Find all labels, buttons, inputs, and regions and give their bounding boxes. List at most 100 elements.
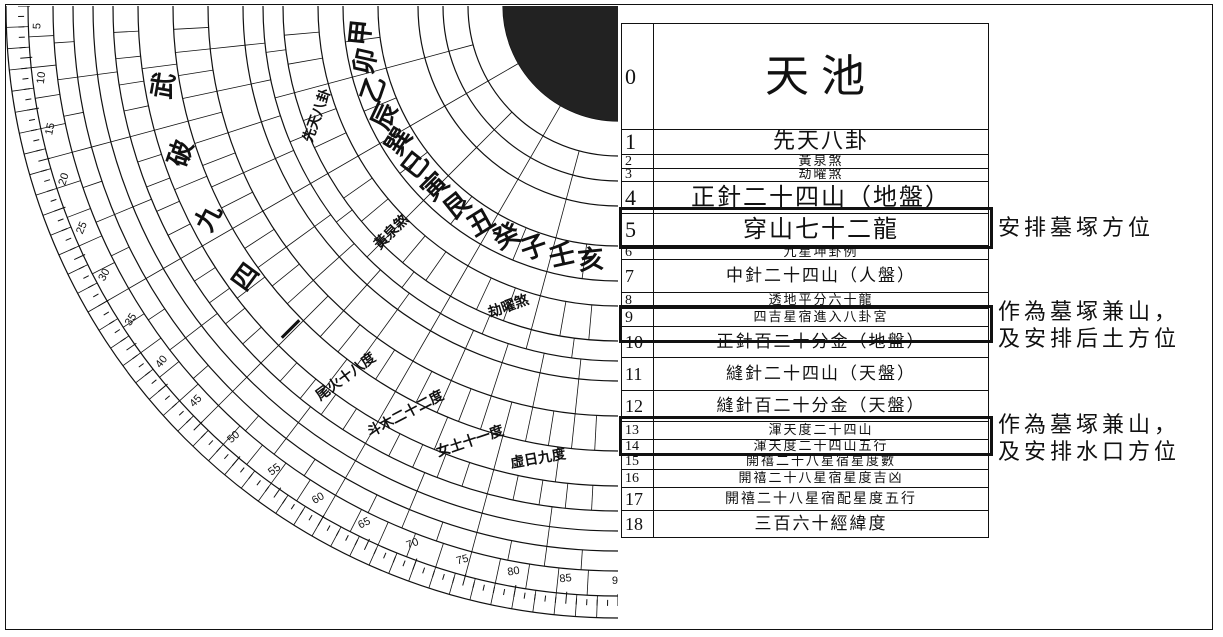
division-line <box>194 267 216 282</box>
division-line <box>35 93 61 99</box>
division-line <box>586 570 589 596</box>
degree-tick <box>74 254 86 261</box>
division-line <box>572 150 580 176</box>
division-line <box>275 150 294 159</box>
degree-tick <box>20 56 33 59</box>
division-line <box>240 470 256 489</box>
degree-tick <box>462 573 467 586</box>
degree-tick <box>61 228 68 232</box>
division-line <box>448 147 477 176</box>
division-line <box>379 125 411 144</box>
division-line <box>54 41 75 44</box>
ring-character: 武 <box>147 70 181 101</box>
division-line <box>357 143 381 157</box>
division-line <box>222 425 241 445</box>
scale-number: 65 <box>356 515 372 531</box>
scale-number: 5 <box>31 23 43 30</box>
division-line <box>179 383 199 402</box>
degree-tick <box>83 275 89 279</box>
division-line <box>225 307 246 325</box>
division-line <box>98 318 118 331</box>
ring-name: 透地平分六十龍 <box>653 292 989 309</box>
division-line <box>147 308 166 321</box>
division-line <box>314 132 347 148</box>
division-line <box>349 509 362 532</box>
division-line <box>284 31 320 36</box>
division-line <box>555 567 560 593</box>
division-line <box>122 313 145 328</box>
ring-name: 黃泉煞 <box>653 154 989 169</box>
division-line <box>542 105 561 137</box>
division-line <box>35 187 58 196</box>
division-line <box>486 469 495 494</box>
division-line <box>29 168 51 176</box>
division-line <box>289 133 309 143</box>
degree-tick <box>223 453 229 460</box>
division-line <box>236 276 266 299</box>
degree-tick <box>392 556 396 563</box>
division-line <box>345 36 381 43</box>
division-line <box>355 443 366 461</box>
division-line <box>436 453 447 478</box>
division-line <box>286 226 315 248</box>
ring-number: 11 <box>621 357 654 391</box>
ring-character: 先天八卦 <box>299 86 334 144</box>
division-line <box>119 80 144 86</box>
division-line <box>245 415 259 432</box>
note-ring-7-line1: 作為墓塚兼山， <box>998 300 1181 325</box>
division-line <box>352 67 387 78</box>
division-line <box>6 26 29 28</box>
degree-tick <box>144 371 151 376</box>
division-line <box>314 214 332 227</box>
degree-tick <box>482 584 485 591</box>
division-line <box>525 329 532 350</box>
division-line <box>525 563 531 589</box>
degree-tick <box>151 379 157 384</box>
degree-tick <box>44 179 51 182</box>
division-line <box>444 93 467 107</box>
division-line <box>546 237 557 272</box>
division-line <box>401 271 415 288</box>
division-line <box>530 295 541 330</box>
division-line <box>110 136 131 143</box>
division-line <box>303 108 337 121</box>
degree-tick <box>28 118 36 121</box>
division-line <box>345 460 356 479</box>
division-line <box>174 175 208 191</box>
division-line <box>244 228 275 249</box>
division-line <box>458 388 472 422</box>
degree-tick <box>308 514 313 521</box>
degree-tick <box>256 480 261 486</box>
ring-number: 2 <box>621 154 654 169</box>
division-line <box>480 395 492 430</box>
division-line <box>192 365 209 379</box>
division-line <box>376 309 398 338</box>
division-line <box>63 111 84 117</box>
division-line <box>177 415 194 432</box>
division-line <box>580 549 583 570</box>
degree-tick <box>335 530 340 537</box>
division-line <box>156 200 180 212</box>
ring-character: 黃泉煞 <box>370 210 413 253</box>
division-line <box>19 128 41 134</box>
division-line <box>48 151 73 160</box>
division-line <box>265 49 286 53</box>
division-line <box>571 413 576 449</box>
division-line <box>395 360 414 392</box>
division-line <box>553 592 557 615</box>
division-line <box>232 376 248 392</box>
degree-tick <box>23 88 30 90</box>
division-line <box>493 111 513 131</box>
division-line <box>424 50 450 59</box>
degree-tick <box>373 548 377 555</box>
division-line <box>401 509 410 529</box>
division-line <box>476 513 483 533</box>
division-line <box>216 83 252 92</box>
division-line <box>274 92 295 99</box>
scale-number: 25 <box>74 220 90 236</box>
degree-tick <box>65 237 72 241</box>
note-ring-4: 安排墓塚方位 <box>998 216 1155 241</box>
